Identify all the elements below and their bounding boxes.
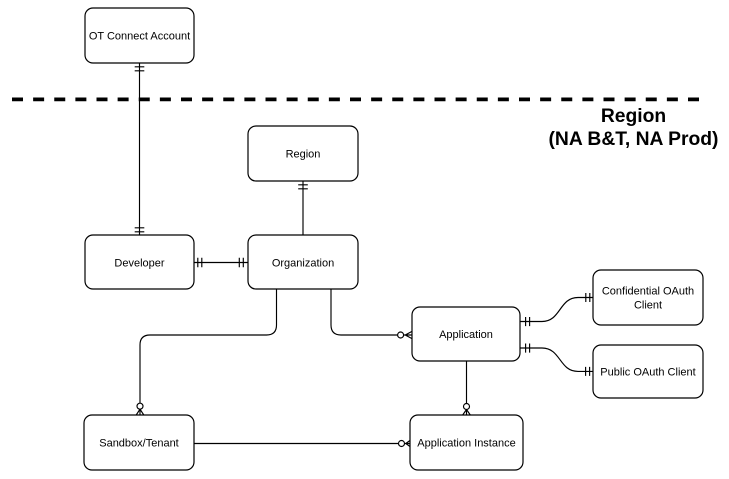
svg-text:Public OAuth Client: Public OAuth Client [600,366,695,378]
svg-text:Developer: Developer [114,257,164,269]
svg-text:Application Instance: Application Instance [417,437,515,449]
svg-text:Sandbox/Tenant: Sandbox/Tenant [99,437,179,449]
svg-text:Region: Region [601,106,666,127]
svg-text:Client: Client [634,299,662,311]
svg-text:OT Connect Account: OT Connect Account [89,30,190,42]
svg-text:(NA B&T, NA Prod): (NA B&T, NA Prod) [549,129,719,150]
svg-text:Application: Application [439,329,493,341]
svg-text:Confidential OAuth: Confidential OAuth [602,285,694,297]
svg-text:Organization: Organization [272,257,334,269]
svg-text:Region: Region [286,148,321,160]
